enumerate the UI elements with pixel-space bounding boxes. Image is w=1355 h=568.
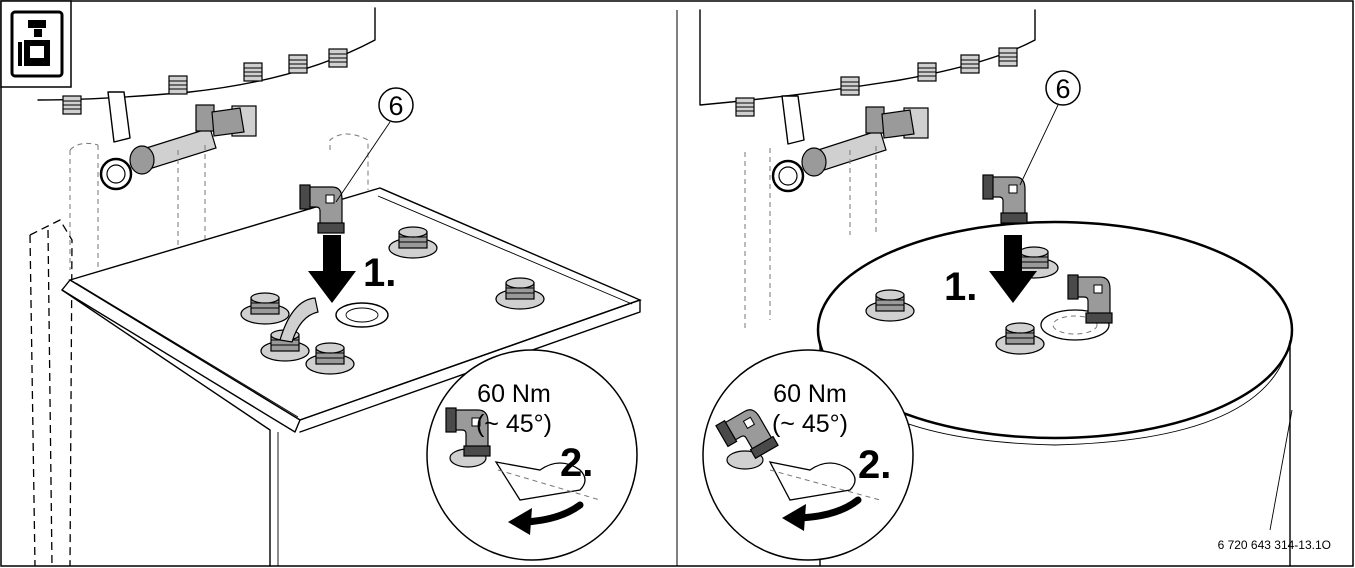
left-detail-magnifier <box>426 349 638 561</box>
right-elbow-fitting <box>982 174 1028 224</box>
right-callout-circle <box>1045 70 1081 106</box>
right-top-nipples <box>735 47 1018 117</box>
right-valve-assembly <box>771 106 929 193</box>
left-callout-number: 6 <box>388 91 403 121</box>
left-torque-angle: (~ 45°) <box>476 410 552 438</box>
left-top-nipples <box>62 48 348 115</box>
left-step-1-label: 1. <box>363 251 396 295</box>
figure-code: 6 720 643 314-13.1O <box>1218 538 1331 552</box>
left-callout-circle <box>378 87 414 123</box>
right-callout-number: 6 <box>1055 74 1070 104</box>
right-torque-angle: (~ 45°) <box>772 410 848 438</box>
right-panel <box>699 9 1294 567</box>
right-torque-value: 60 Nm <box>773 380 847 408</box>
left-valve-assembly <box>99 104 257 191</box>
service-technician-icon <box>0 0 72 88</box>
right-step-1-label: 1. <box>944 265 977 309</box>
right-step-2-label: 2. <box>858 443 891 487</box>
left-torque-value: 60 Nm <box>477 380 551 408</box>
left-step-2-label: 2. <box>560 441 593 485</box>
right-detail-magnifier <box>702 349 914 561</box>
left-panel <box>29 7 642 567</box>
